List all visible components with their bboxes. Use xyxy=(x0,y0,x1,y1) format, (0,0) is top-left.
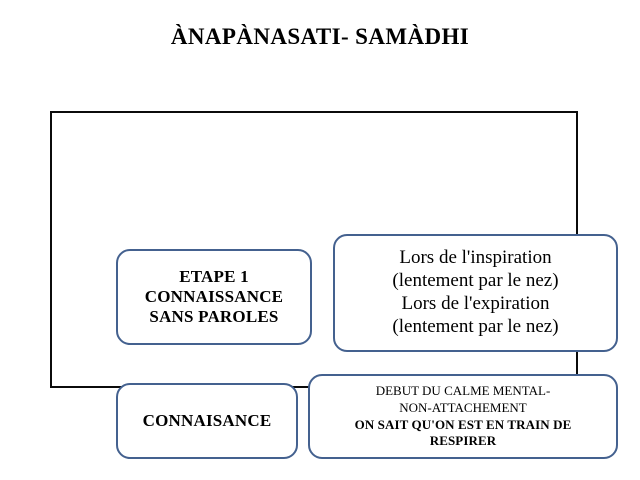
box-etape-1-line-2: CONNAISSANCE xyxy=(144,287,284,307)
box-etape-1-line-1: ETAPE 1 xyxy=(179,267,249,287)
box-breathing-line-3: Lors de l'expiration xyxy=(401,293,550,314)
box-breathing-line-1: Lors de l'inspiration xyxy=(399,247,552,269)
box-breathing-line-2: (lentement par le nez) xyxy=(392,270,559,292)
box-etape-1[interactable]: ETAPE 1 CONNAISSANCE SANS PAROLES xyxy=(116,249,312,345)
page-title: ÀNAPÀNASATI- SAMÀDHI xyxy=(170,24,470,49)
box-etape-1-line-3: SANS PAROLES xyxy=(149,306,279,326)
box-breathing-instructions[interactable]: Lors de l'inspiration (lentement par le … xyxy=(333,234,618,352)
box-calme-mental-line-3: ON SAIT QU'ON EST EN TRAIN DE xyxy=(354,416,572,432)
box-breathing-line-4: (lentement par le nez) xyxy=(392,315,559,337)
box-calme-mental[interactable]: DEBUT DU CALME MENTAL- NON-ATTACHEMENT O… xyxy=(308,374,618,459)
diagram-frame: ETAPE 1 CONNAISSANCE SANS PAROLES Lors d… xyxy=(50,111,618,459)
box-calme-mental-line-1: DEBUT DU CALME MENTAL- xyxy=(375,382,551,398)
box-connaisance[interactable]: CONNAISANCE xyxy=(116,383,298,459)
box-connaisance-label: CONNAISANCE xyxy=(142,411,272,431)
box-calme-mental-line-4: RESPIRER xyxy=(429,433,497,449)
box-calme-mental-line-2: NON-ATTACHEMENT xyxy=(399,399,527,415)
